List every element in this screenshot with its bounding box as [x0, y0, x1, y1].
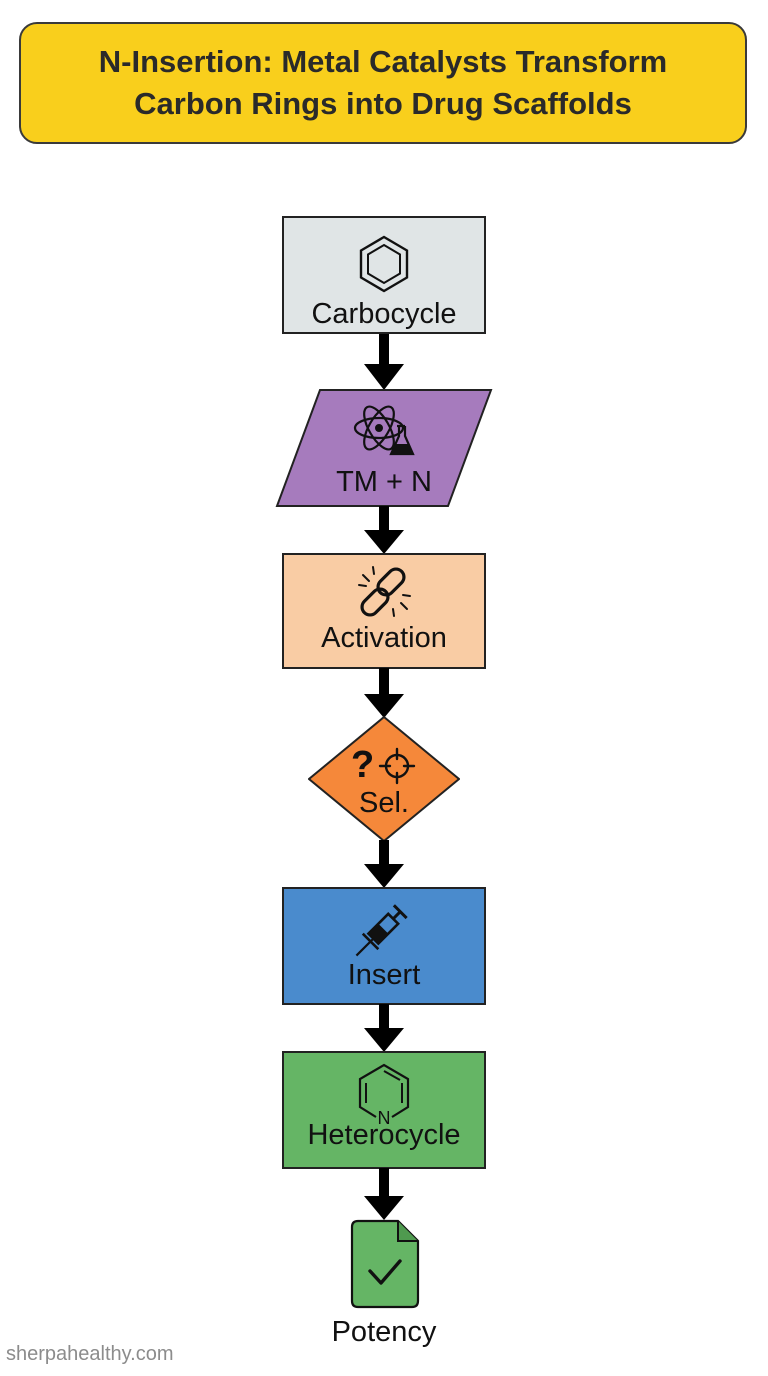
carbocycle-node: Carbocycle — [282, 216, 486, 334]
selectivity-label: Sel. — [359, 787, 409, 819]
arrow-insert-to-heterocycle — [364, 1004, 404, 1052]
arrow-activation-to-selectivity — [364, 668, 404, 718]
document-check-icon — [350, 1219, 420, 1309]
heterocycle-label: Heterocycle — [307, 1119, 461, 1151]
arrow-heterocycle-to-potency — [364, 1168, 404, 1220]
title-banner: N-Insertion: Metal Catalysts Transform C… — [19, 22, 747, 144]
syringe-icon — [355, 904, 408, 957]
svg-text:?: ? — [351, 744, 374, 786]
benzene-ring-icon — [359, 235, 409, 293]
pyridine-ring-icon: N — [356, 1059, 412, 1128]
broken-chain-link-icon — [358, 566, 411, 617]
carbocycle-label: Carbocycle — [311, 298, 457, 330]
arrow-selectivity-to-insert — [364, 840, 404, 888]
atom-flask-icon — [353, 405, 415, 456]
title-line-1: N-Insertion: Metal Catalysts Transform — [98, 44, 668, 79]
arrow-reagent-to-activation — [364, 506, 404, 554]
activation-node: Activation — [282, 553, 486, 669]
heterocycle-node: N Heterocycle — [282, 1051, 486, 1169]
insert-node: Insert — [282, 887, 486, 1005]
reagent-node: TM + N — [275, 389, 493, 507]
title-line-2: Carbon Rings into Drug Scaffolds — [134, 86, 632, 121]
reagent-label: TM + N — [336, 466, 432, 498]
activation-label: Activation — [321, 622, 447, 654]
nitrogen-atom-label: N — [377, 1108, 391, 1128]
selectivity-node: ? Sel. — [308, 716, 460, 842]
question-target-icon: ? — [351, 744, 416, 786]
watermark: sherpahealthy.com — [6, 1343, 174, 1365]
arrow-carbocycle-to-reagent — [364, 334, 404, 390]
insert-label: Insert — [347, 959, 421, 991]
potency-label: Potency — [331, 1316, 437, 1348]
potency-node — [348, 1219, 420, 1309]
